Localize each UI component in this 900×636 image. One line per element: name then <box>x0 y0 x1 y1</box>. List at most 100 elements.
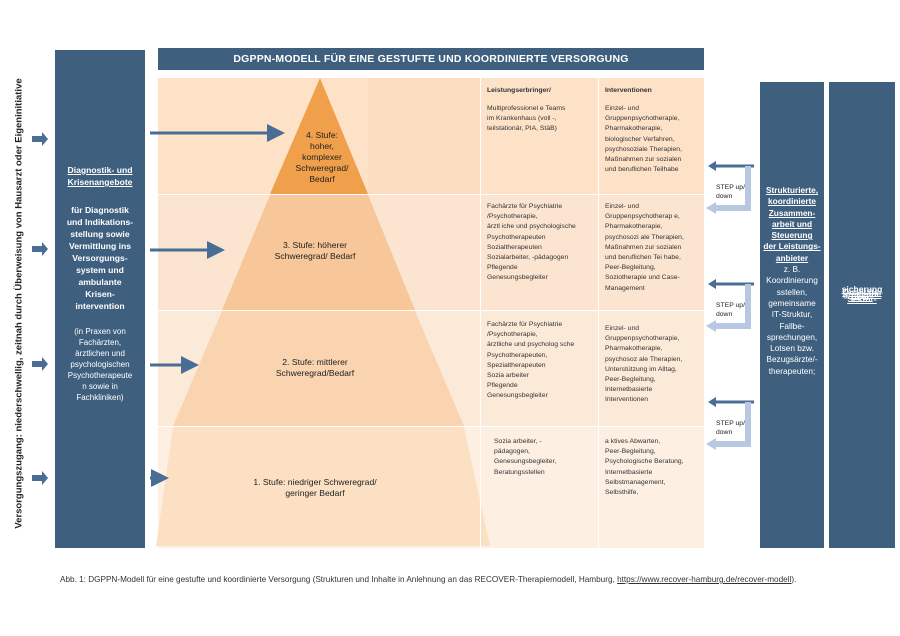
diagnostics-heading: Diagnostik- und Krisenangebote <box>58 164 142 188</box>
diagnostics-body-line: Krisen- <box>85 289 115 299</box>
diagnostics-heading-line: Diagnostik- und <box>67 165 133 175</box>
step-label-line: STEP up/ <box>716 302 745 309</box>
diagnostics-column: Diagnostik- und Krisenangebote für Diagn… <box>55 50 145 548</box>
intervention-line: Soziotherapie und Case- <box>605 274 680 282</box>
diagnostics-body-line: system und <box>76 265 124 275</box>
provider-line: /Psychotherapie, <box>487 213 538 221</box>
intervention-line: Einzel- und <box>605 325 640 332</box>
intervention-line: Peer-Begleitung, <box>605 376 656 384</box>
quality-line: Sektor- <box>847 294 877 304</box>
coordination-body-line: sprechungen, <box>766 331 818 342</box>
intervention-line: Pharmakotherapie, <box>605 223 663 231</box>
step-arrow-stage4 <box>706 161 754 214</box>
intervention-line: und beruflichen Teilhabe <box>605 166 679 174</box>
coordination-body-line: Koordinierung <box>766 275 818 286</box>
coordination-body-line: z. B. <box>783 264 801 275</box>
stage4-label-line: hoher, <box>310 141 334 151</box>
provider-line: /Psychotherapie, <box>487 331 538 339</box>
access-arrow-icon <box>32 357 48 371</box>
coordination-body: z. B. Koordinierung sstellen, gemeinsame… <box>762 264 822 377</box>
diagnostics-note-line: (in Praxen von <box>74 327 126 336</box>
pyramid-stage4 <box>270 78 368 194</box>
provider-line: Fachärzte für Psychiatrie <box>487 203 563 210</box>
step-label-stage2: STEP up/ down <box>716 419 745 437</box>
intervention-line: Interventionen <box>605 396 649 404</box>
intervention-line: Selbstmanagement, <box>605 478 666 486</box>
intervention-line: Selbsthilfe, <box>605 489 639 497</box>
intervention-line: Maßnahmen zur sozialen <box>605 243 682 251</box>
stage4-providers: Multiprofessionel e Teams im Krankenhaus… <box>487 104 597 135</box>
diagram-title: DGPPN-MODELL FÜR EINE GESTUFTE UND KOORD… <box>158 48 704 70</box>
stage3-interventions: Einzel- und Gruppenpsychotherap e, Pharm… <box>605 202 703 294</box>
coordination-heading-line: koordinierte <box>768 196 816 207</box>
interventions-header-text: Interventionen <box>605 87 652 94</box>
access-arrows <box>32 132 48 485</box>
stage4-label-line: komplexer <box>302 152 342 162</box>
stage3-providers: Fachärzte für Psychiatrie /Psychotherapi… <box>487 202 597 284</box>
table-left-border <box>480 78 481 548</box>
stage4-interventions: Einzel- und Gruppenpsychotherapie, Pharm… <box>605 104 703 175</box>
coordination-body-line: gemeinsame <box>768 297 816 308</box>
diagnostics-note-line: Psychotherapeute <box>67 371 133 380</box>
intervention-line: psychosoz ale Therapien, <box>605 355 683 363</box>
caption-link[interactable]: https://www.recover-hamburg.de/recover-m… <box>617 575 792 584</box>
coordination-heading-line: Steuerung <box>771 230 813 241</box>
diagnostics-body-line: und Indikations- <box>66 217 134 227</box>
intervention-line: Gruppenpsychotherapie, <box>605 335 680 343</box>
provider-line: Pflegende <box>487 382 518 390</box>
provider-line: Psychotherapeuten, <box>487 351 548 359</box>
table-mid-border <box>598 78 599 548</box>
stage1-label-line: 1. Stufe: niedriger Schweregrad/ <box>253 477 377 487</box>
provider-line: Sozialtherapeuten <box>487 243 542 251</box>
provider-line: Pflegende <box>487 264 518 272</box>
stage2-providers: Fachärzte für Psychiatrie /Psychotherapi… <box>487 320 597 402</box>
diagnostics-body-line: stellung sowie <box>70 229 130 239</box>
provider-line: Genesungsbegleiter <box>487 392 548 400</box>
stage1-providers: Sozia arbeiter, - pädagogen, Genesungsbe… <box>494 437 594 478</box>
step-label-line: STEP up/ <box>716 184 745 191</box>
intervention-line: und beruflichen Tei habe, <box>605 254 681 262</box>
intervention-line: Gruppenpsychotherapie, <box>605 115 680 123</box>
access-arrow-icon <box>32 471 48 485</box>
diagnostics-note-line: Fachärzten, <box>78 338 122 347</box>
stage4-label-line: 4. Stufe: <box>305 130 338 140</box>
intervention-line: Einzel- und <box>605 105 640 112</box>
provider-line: Sozialarbeiter, -pädagogen <box>487 254 569 262</box>
diagnostics-body: für Diagnostik und Indikations- stellung… <box>58 204 142 312</box>
stage2-label: 2. Stufe: mittlerer Schweregrad/Bedarf <box>240 357 390 379</box>
intervention-line: Unterstützung im Alltag, <box>605 365 677 373</box>
stage2-interventions: Einzel- und Gruppenpsychotherapie, Pharm… <box>605 324 703 406</box>
step-label-line: down <box>716 429 733 436</box>
quality-line: über- <box>851 291 873 302</box>
caption-end: ). <box>791 575 797 584</box>
stage4-shade <box>368 78 480 194</box>
coordination-body-line: Fallbe- <box>779 320 805 331</box>
table-row-divider <box>480 310 704 311</box>
provider-line: im Krankenhaus (voll -, <box>487 115 557 123</box>
diagnostics-note-line: n sowie in <box>82 382 118 391</box>
diagnostics-body-line: für Diagnostik <box>71 205 129 215</box>
coordination-heading-line: Zusammen- <box>768 207 816 218</box>
step-label-line: down <box>716 193 733 200</box>
intervention-line: Pharmakotherapie, <box>605 345 663 353</box>
table-row-divider <box>480 426 704 427</box>
table-row-divider <box>480 194 704 195</box>
provider-line: Spezialtherapeuten <box>487 361 546 369</box>
stage1-label: 1. Stufe: niedriger Schweregrad/ geringe… <box>215 477 415 499</box>
coordination-body-line: sstellen, <box>776 286 808 297</box>
quality-line: Qualitäts- <box>842 286 882 297</box>
step-label-line: down <box>716 311 733 318</box>
figure-caption: Abb. 1: DGPPN-Modell für eine gestufte u… <box>60 574 850 586</box>
providers-header: Leistungserbringer/ <box>487 86 597 100</box>
provider-line: pädagogen, <box>494 448 530 456</box>
diagnostics-body-line: Vermittlung ins <box>68 241 132 251</box>
step-label-stage4: STEP up/ down <box>716 183 745 201</box>
coordination-heading-line: Strukturierte, <box>765 185 819 195</box>
stage3-label-line: Schweregrad/ Bedarf <box>274 251 356 261</box>
stage1-interventions: a ktives Abwarten, Peer-Begleitung, Psyc… <box>605 437 703 498</box>
provider-line: Sozia arbeiter, - <box>494 438 542 445</box>
quality-assurance-column: Sektor- über- greifende Qualitäts- siche… <box>829 82 895 548</box>
pyramid-stage3 <box>222 195 415 310</box>
diagnostics-note-line: ärztlichen und <box>75 349 125 358</box>
